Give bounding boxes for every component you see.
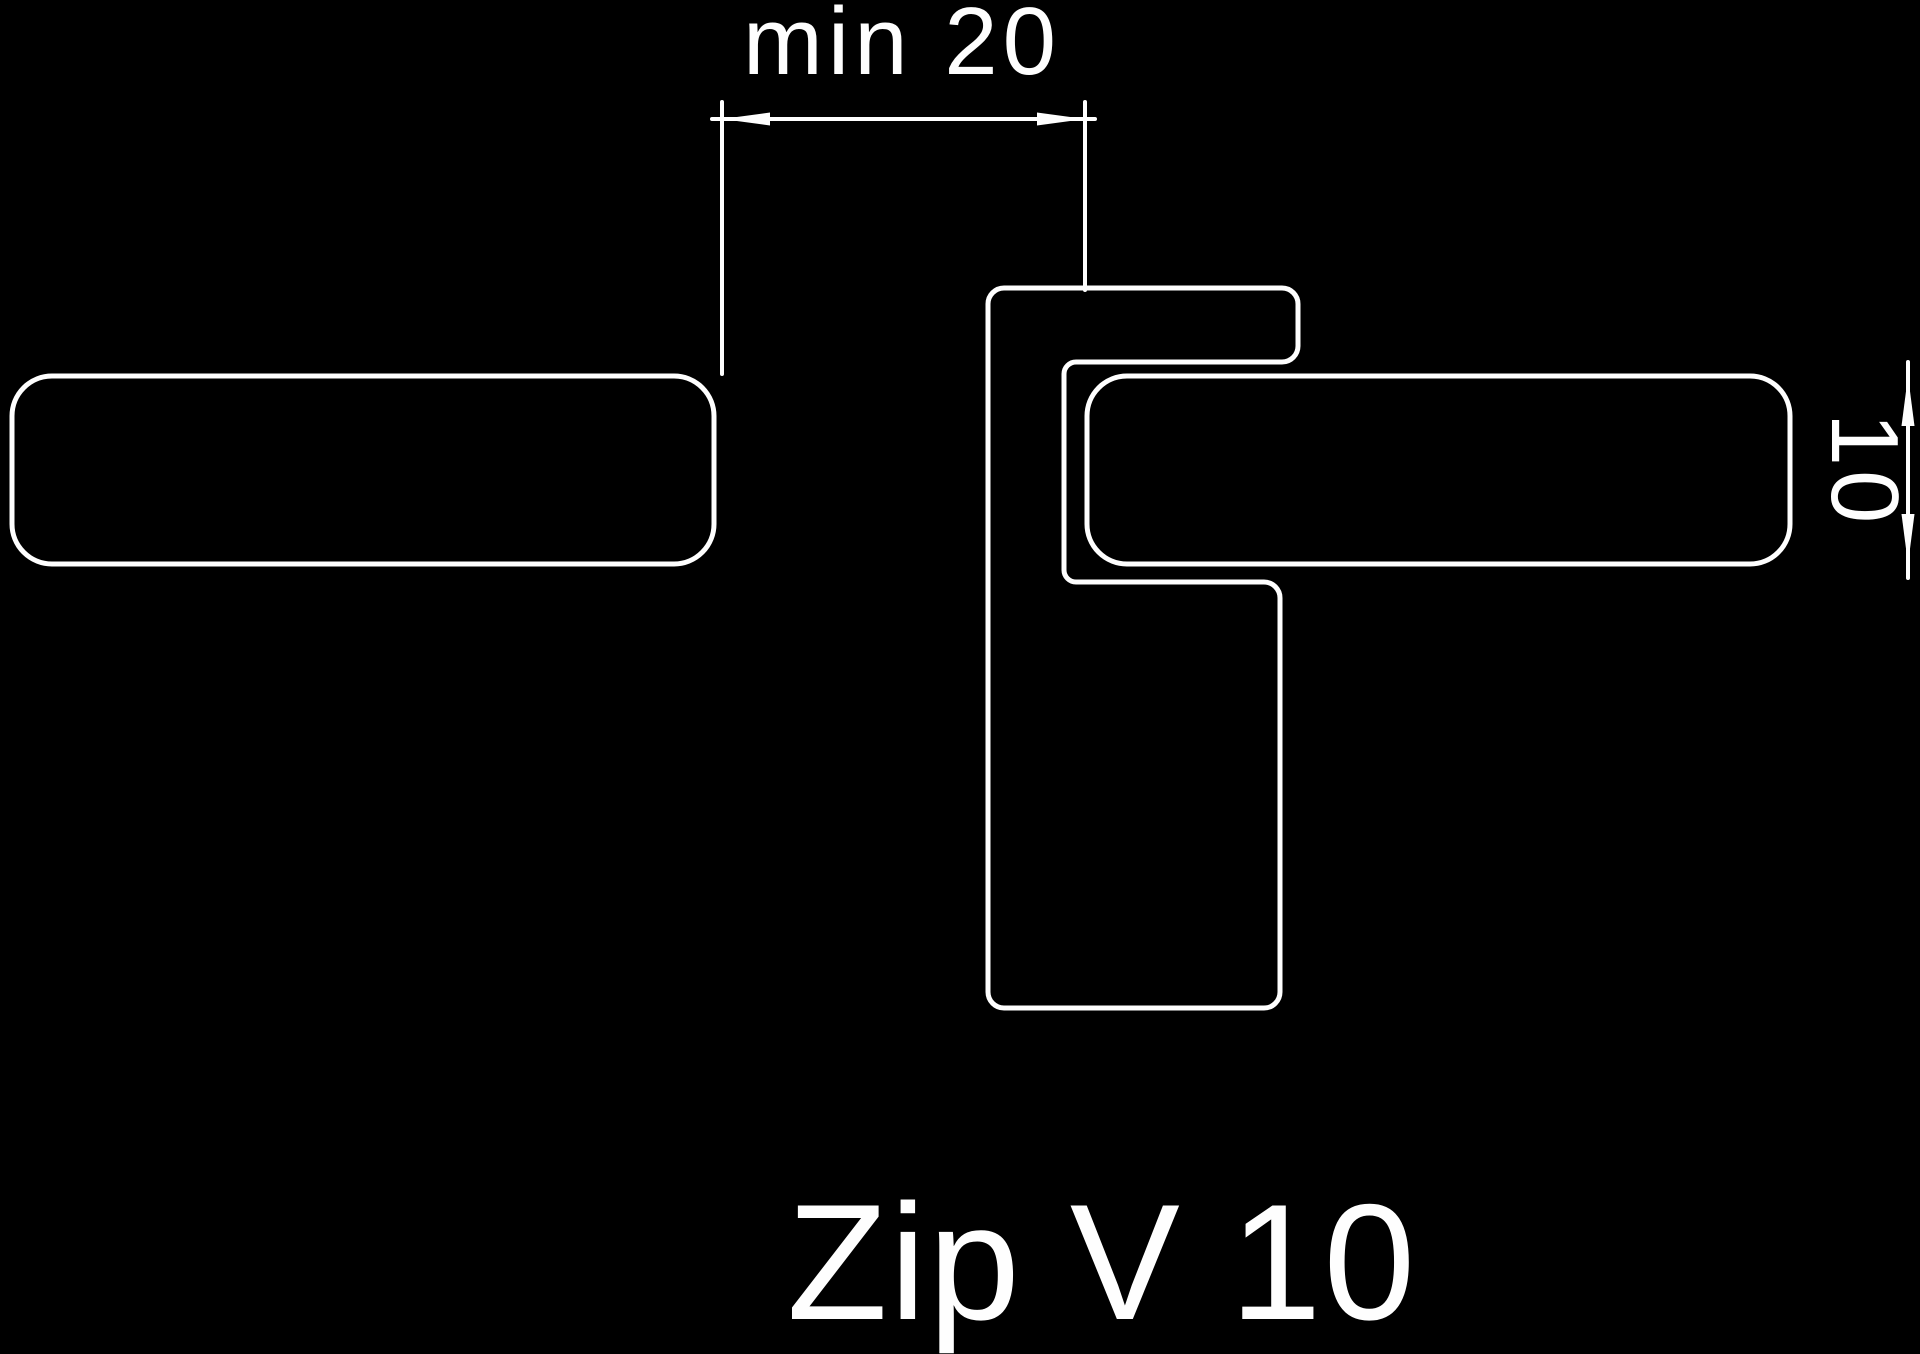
arrowhead-right-icon <box>1037 112 1085 126</box>
right-dimension-label: 10 <box>1811 412 1918 528</box>
drawing-title: Zip V 10 <box>786 1170 1418 1354</box>
top-dimension-label: min 20 <box>742 0 1062 95</box>
zip-profile-outline <box>985 285 1301 1011</box>
left-panel-outline <box>9 373 717 567</box>
right-panel-outline <box>1084 373 1793 567</box>
arrowhead-left-icon <box>722 112 770 126</box>
right-dimension <box>1901 360 1915 580</box>
arrowhead-up-icon <box>1901 376 1915 426</box>
top-dimension <box>710 100 1097 376</box>
arrowhead-down-icon <box>1901 514 1915 564</box>
